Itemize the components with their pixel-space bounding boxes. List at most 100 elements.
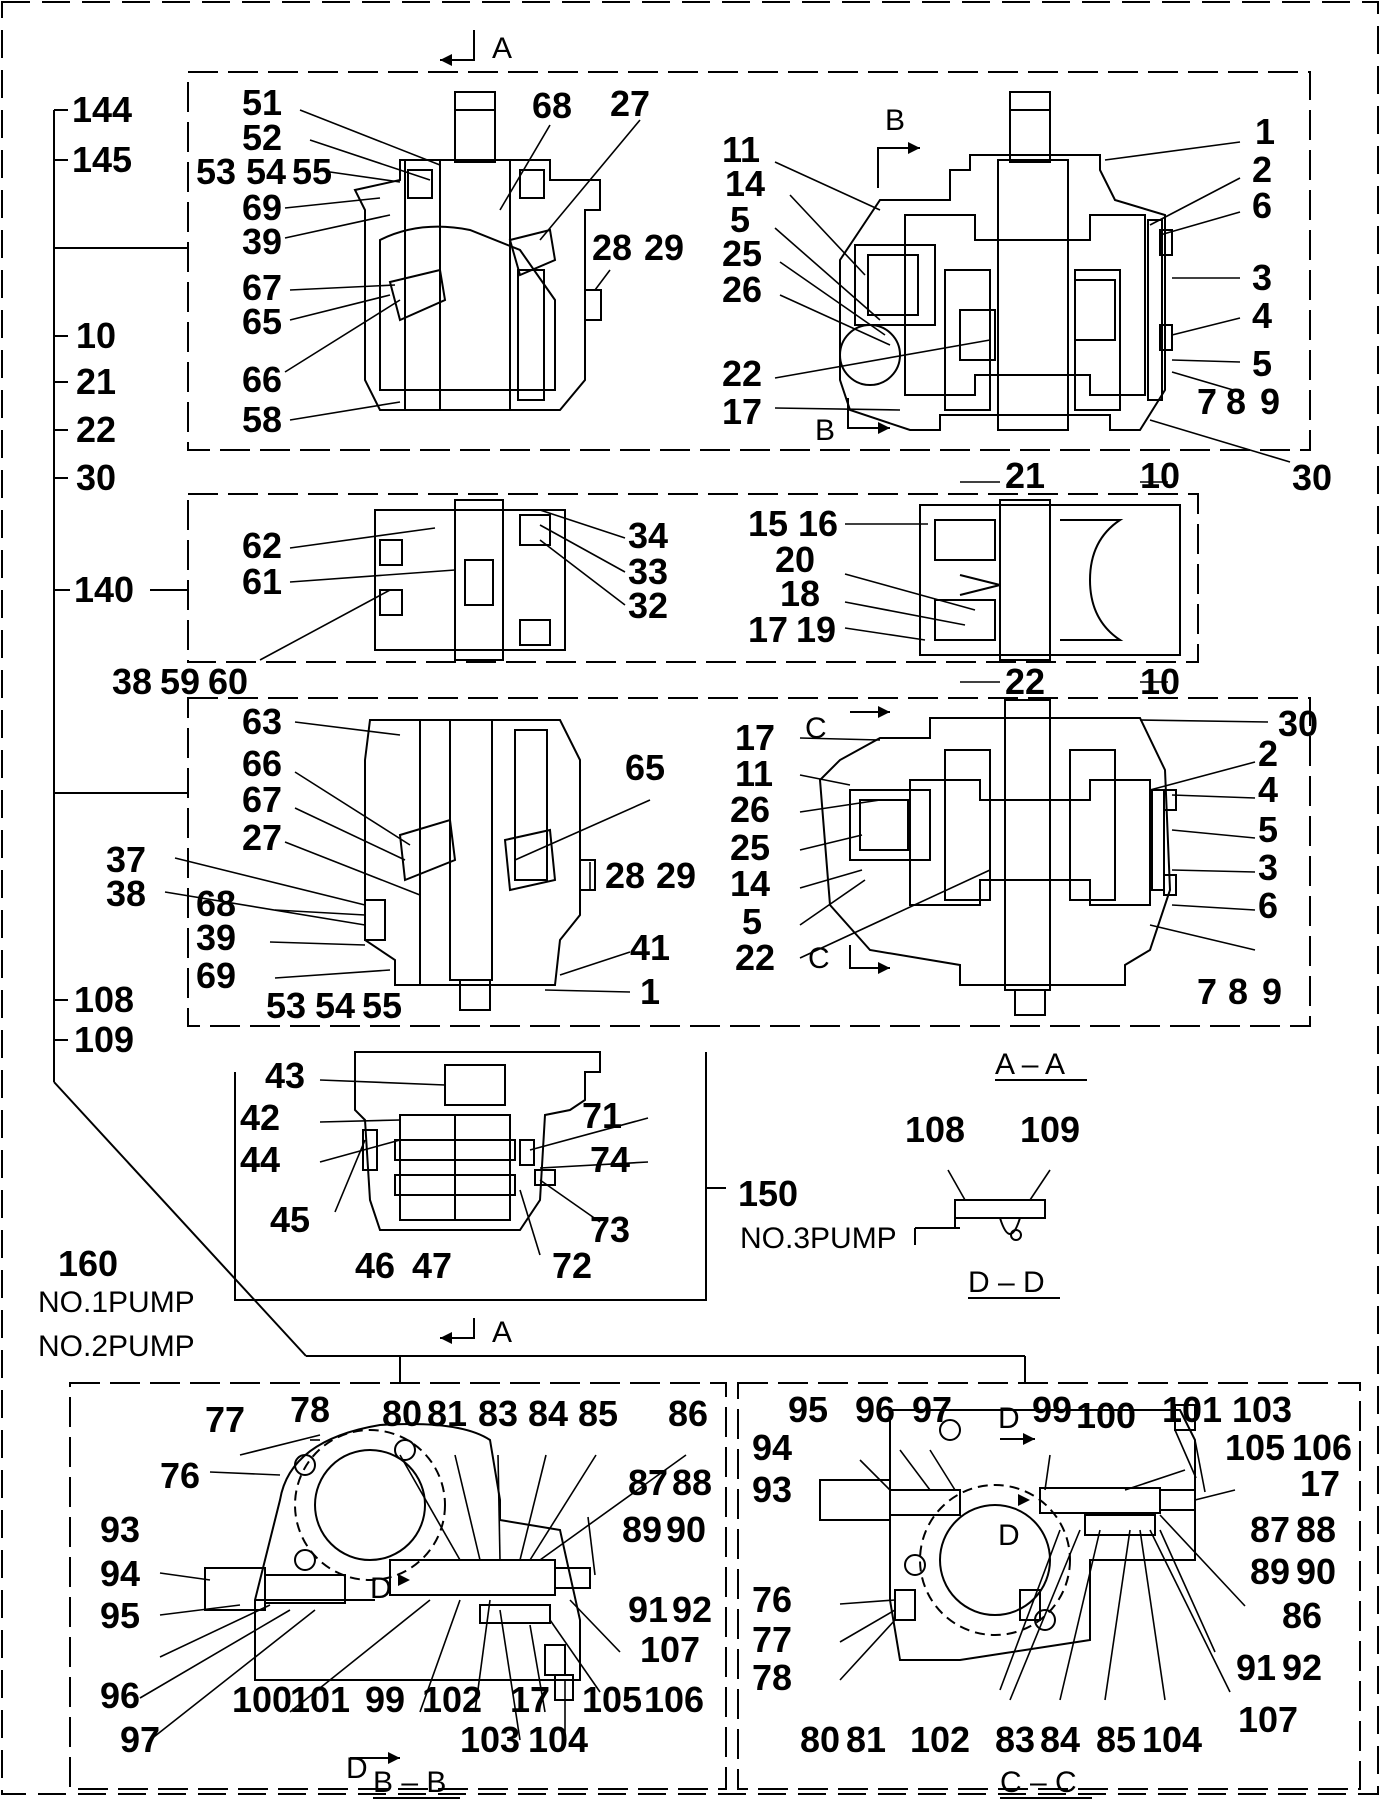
part-number: 100 [1076,1395,1136,1436]
part-number: 105 [582,1679,642,1720]
leader-lines [139,109,1291,1742]
part-number: 9 [1260,381,1280,422]
part-number: 6 [1258,885,1278,926]
arrowheads [388,54,1035,1764]
tree-label: 10 [76,315,116,356]
part-number: 3 [1252,257,1272,298]
part-number: 38 [106,873,146,914]
part-number: 89 [622,1509,662,1550]
tree-label: 140 [74,569,134,610]
view-bb-frame [69,1382,727,1790]
part-number: 17 [510,1679,550,1720]
part-number: 92 [1282,1647,1322,1688]
part-number: 66 [242,743,282,784]
view-title-bb: B – B [373,1766,446,1799]
part-number: 14 [730,863,770,904]
part-number: 53 [196,151,236,192]
part-number: 27 [610,83,650,124]
part-number: 87 [1250,1509,1290,1550]
view3-left-pump [364,719,596,1011]
part-number: 86 [1282,1595,1322,1636]
part-number: 91 [628,1589,668,1630]
view4-frame [234,1052,707,1301]
part-number: 29 [656,855,696,896]
tree-label: 150 [738,1173,798,1214]
part-number: 39 [196,917,236,958]
part-number: 3 [1258,847,1278,888]
part-number: 25 [730,827,770,868]
part-number: 32 [628,585,668,626]
part-number: 7 [1197,381,1217,422]
part-number: 5 [730,199,750,240]
part-number: 95 [100,1595,140,1636]
part-number: 89 [1250,1551,1290,1592]
tree-label: 21 [76,361,116,402]
part-number: 22 [722,353,762,394]
part-number: 77 [205,1399,245,1440]
part-number: 78 [752,1657,792,1698]
part-number: 2 [1252,149,1272,190]
section-a-bottom: A [492,1316,512,1349]
part-number: 73 [590,1209,630,1250]
part-number: 4 [1258,769,1278,810]
part-number: 47 [412,1245,452,1286]
part-number: 84 [1040,1719,1080,1760]
part-number: 60 [208,661,248,702]
part-number: 46 [355,1245,395,1286]
part-number: 28 [592,227,632,268]
part-number: 102 [422,1679,482,1720]
part-number: 92 [672,1589,712,1630]
part-number: 53 [266,985,306,1026]
part-number: 91 [1236,1647,1276,1688]
part-number: 27 [242,817,282,858]
part-number: 84 [528,1393,568,1434]
part-number: 21 [1005,455,1045,496]
part-number: 103 [1232,1389,1292,1430]
part-number: 22 [1005,661,1045,702]
part-number: 109 [1020,1109,1080,1150]
part-number: 65 [242,301,282,342]
assembly-no1-pump: NO.1PUMP [38,1286,195,1319]
part-number: 9 [1262,971,1282,1012]
part-number: 18 [780,573,820,614]
part-number: 1 [1255,111,1275,152]
part-number: 61 [242,561,282,602]
part-number: 55 [292,151,332,192]
part-number: 30 [1292,457,1332,498]
part-number: 76 [160,1455,200,1496]
part-number: 1 [640,971,660,1012]
part-number: 99 [1032,1389,1072,1430]
tree-label: 160 [58,1243,118,1284]
part-number: 76 [752,1579,792,1620]
part-number: 104 [1142,1719,1202,1760]
tree-label: 144 [72,89,132,130]
part-number: 58 [242,399,282,440]
part-number: 81 [846,1719,886,1760]
part-number: 107 [1238,1699,1298,1740]
part-number: 67 [242,779,282,820]
assembly-no2-pump: NO.2PUMP [38,1330,195,1363]
view-bb-regulator [204,1423,591,1701]
part-number: 101 [290,1679,350,1720]
part-number: 11 [722,129,760,170]
section-d-bb-bottom: D [346,1752,368,1785]
section-c-top: C [805,712,827,745]
part-number: 8 [1226,381,1246,422]
part-number: 41 [630,927,670,968]
part-number: 99 [365,1679,405,1720]
view-title-dd: D – D [968,1266,1045,1299]
part-number: 66 [242,359,282,400]
part-number: 22 [735,937,775,978]
view3-right-pump [818,699,1177,1016]
part-number: 51 [242,82,282,123]
part-number: 20 [775,539,815,580]
part-number: 85 [578,1393,618,1434]
part-number: 93 [752,1469,792,1510]
part-number: 77 [752,1619,792,1660]
part-number: 45 [270,1199,310,1240]
part-number: 93 [100,1509,140,1550]
part-number: 25 [722,233,762,274]
tree-label: 145 [72,139,132,180]
